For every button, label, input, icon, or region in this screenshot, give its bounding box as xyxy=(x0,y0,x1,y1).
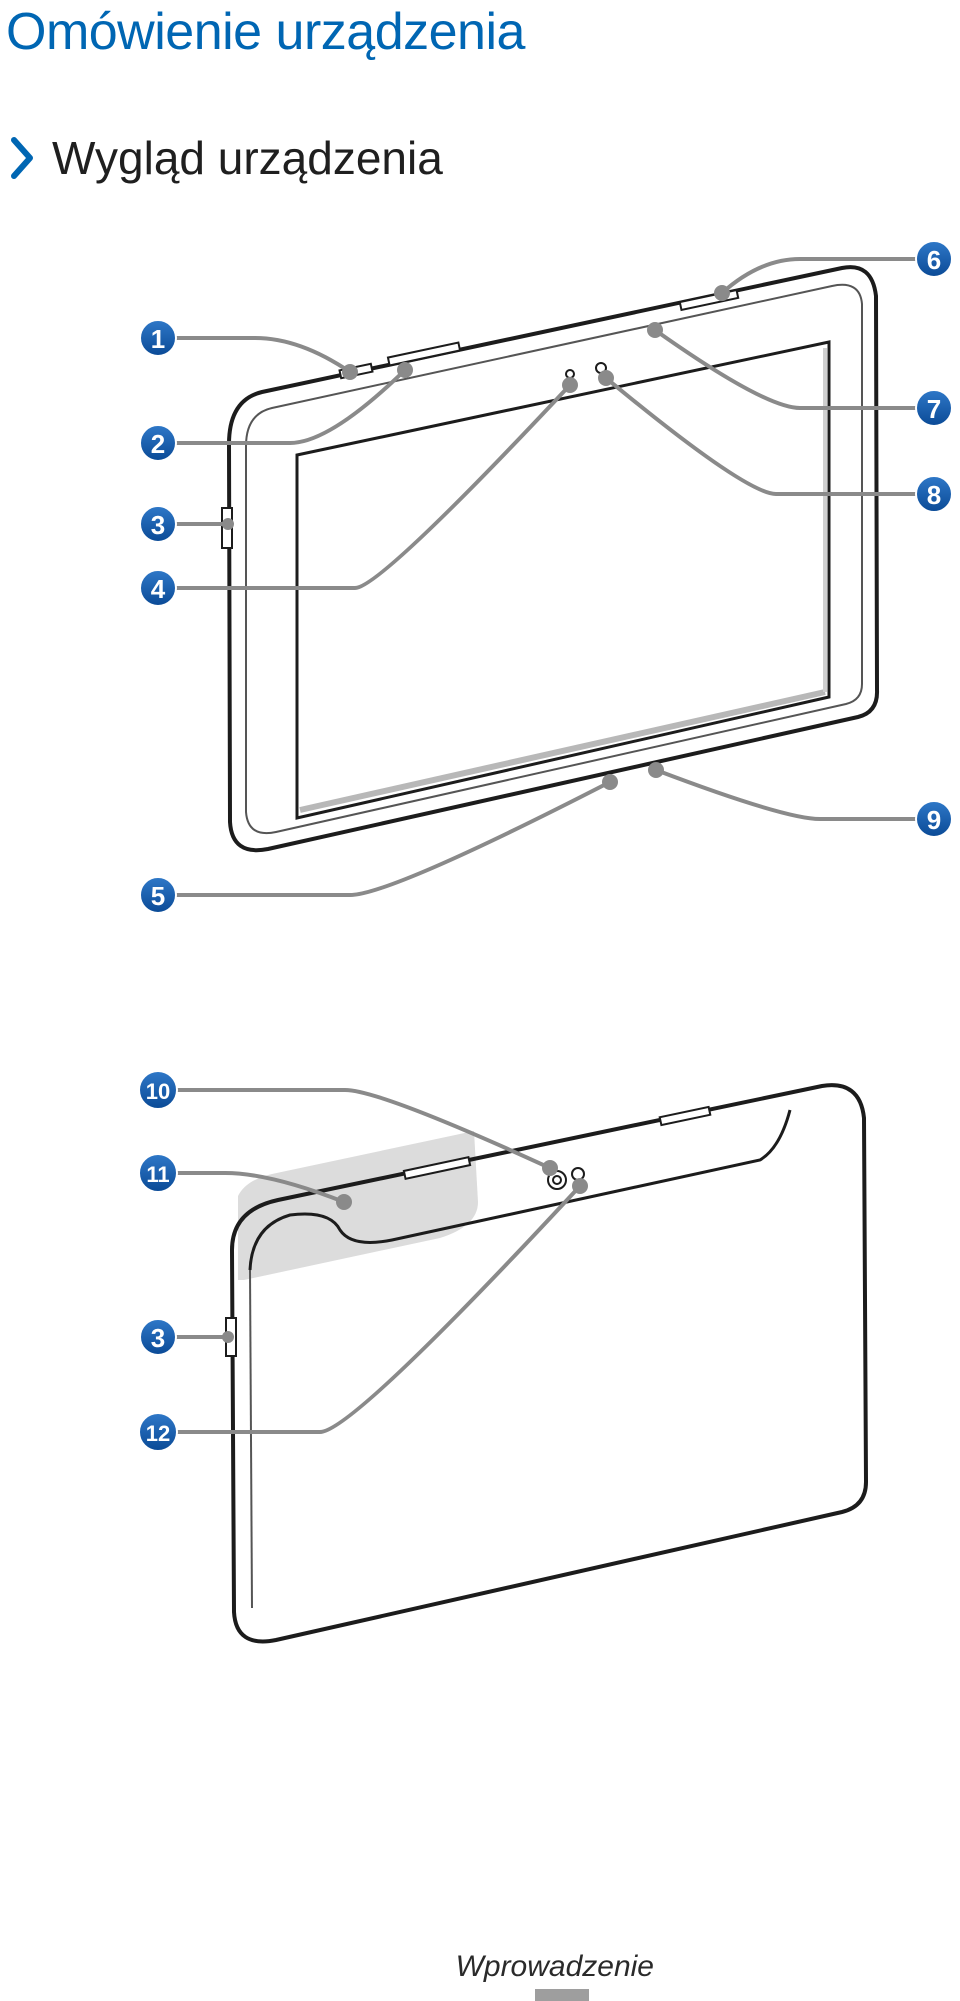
svg-text:12: 12 xyxy=(146,1421,170,1446)
svg-text:1: 1 xyxy=(151,324,165,354)
callout-9: 9 xyxy=(915,800,953,838)
svg-text:3: 3 xyxy=(151,510,165,540)
screen xyxy=(295,340,831,820)
page-number-box xyxy=(535,1989,589,2001)
back-highlight-area xyxy=(238,1131,478,1280)
svg-text:8: 8 xyxy=(927,480,941,510)
screen-lower-shade xyxy=(299,689,826,813)
tablet-front-view xyxy=(221,265,880,853)
svg-text:11: 11 xyxy=(146,1162,169,1187)
svg-text:9: 9 xyxy=(927,805,941,835)
back-left-edge xyxy=(249,1269,253,1609)
callout-8: 8 xyxy=(915,475,953,513)
callout-4: 4 xyxy=(139,569,177,607)
section-title: Wygląd urządzenia xyxy=(52,132,443,184)
front-bezel-edge xyxy=(245,283,863,834)
front-leader-dots xyxy=(222,285,730,790)
svg-text:4: 4 xyxy=(151,574,166,604)
callout-10: 10 xyxy=(138,1070,178,1110)
callout-12: 12 xyxy=(138,1412,178,1452)
volume-key xyxy=(386,341,462,367)
chevron-right-icon xyxy=(11,137,33,179)
callout-1: 1 xyxy=(139,319,177,357)
svg-text:10: 10 xyxy=(146,1079,170,1104)
svg-text:6: 6 xyxy=(927,245,941,275)
callout-3-front: 3 xyxy=(139,505,177,543)
footer-chapter: Wprowadzenie xyxy=(455,1950,654,1983)
rear-camera-inner xyxy=(552,1175,562,1185)
callout-3-back: 3 xyxy=(139,1318,177,1356)
callout-2: 2 xyxy=(139,424,177,462)
callout-6: 6 xyxy=(915,240,953,278)
back-top-slot xyxy=(658,1105,712,1127)
svg-text:3: 3 xyxy=(151,1323,165,1353)
front-leader-lines xyxy=(175,257,916,897)
back-power-key xyxy=(402,1156,472,1180)
callout-5: 5 xyxy=(139,876,177,914)
section-heading: Wygląd urządzenia xyxy=(8,128,443,188)
back-leader-dots xyxy=(222,1160,588,1343)
page-title: Omówienie urządzenia xyxy=(6,3,525,61)
back-cover-edge xyxy=(248,1109,792,1271)
callout-11: 11 xyxy=(138,1153,178,1193)
svg-text:5: 5 xyxy=(151,881,165,911)
svg-text:7: 7 xyxy=(927,394,941,424)
callouts: 1 2 3 4 5 6 7 8 xyxy=(138,240,953,1452)
back-leader-lines xyxy=(175,1088,582,1434)
back-body xyxy=(229,1083,869,1644)
callout-7: 7 xyxy=(915,389,953,427)
flash xyxy=(571,1167,585,1181)
svg-text:2: 2 xyxy=(151,429,165,459)
